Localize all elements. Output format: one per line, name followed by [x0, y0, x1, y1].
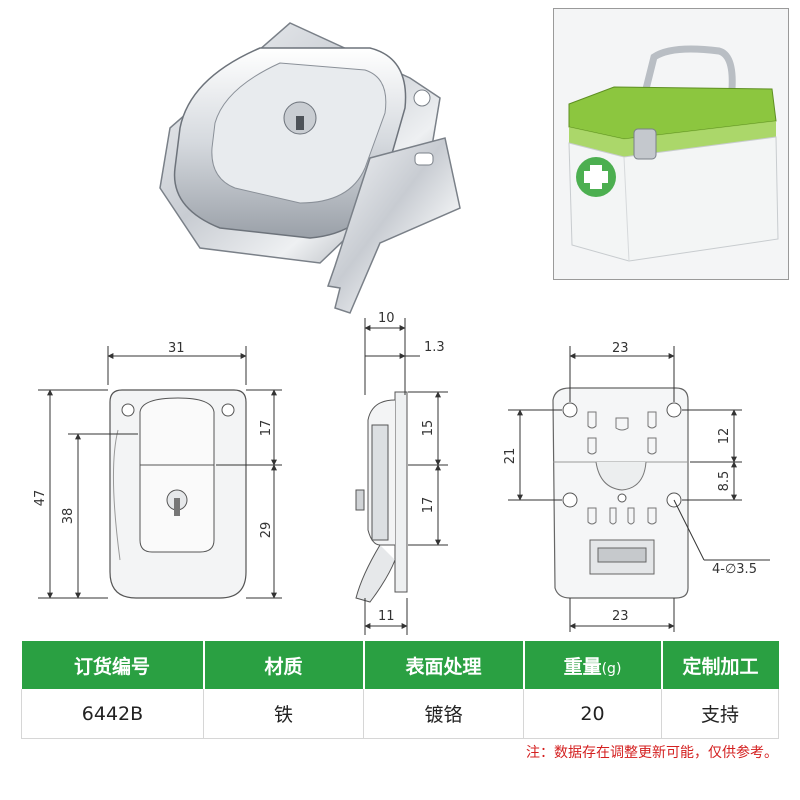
dim-back-lower: 8.5: [717, 471, 732, 492]
dim-back-holes: 4-∅3.5: [712, 562, 757, 577]
product-photo: [159, 22, 461, 314]
header-order-no: 订货编号: [21, 641, 205, 690]
first-aid-box-photo: [553, 8, 789, 280]
back-view-dimensions: [508, 346, 770, 632]
header-weight-label: 重量: [563, 655, 602, 678]
dim-front-top-section: 17: [259, 420, 274, 437]
header-surface: 表面处理: [363, 641, 525, 690]
dim-back-width-top: 23: [612, 341, 629, 356]
latch-hasp: [173, 47, 407, 239]
dim-side-depth: 10: [378, 311, 395, 326]
spec-table-header-row: 订货编号 材质 表面处理 重量(g) 定制加工: [21, 641, 779, 690]
side-view: [355, 391, 408, 603]
first-aid-box-image: [568, 45, 779, 262]
dim-side-lower: 17: [421, 497, 436, 514]
cell-weight: 20: [523, 689, 662, 740]
spec-table: 订货编号 材质 表面处理 重量(g) 定制加工 6442B 铁 镀铬 20 支持: [21, 641, 779, 740]
back-view: [552, 387, 689, 599]
disclaimer-note: 注：数据存在调整更新可能，仅供参考。: [526, 745, 778, 761]
cell-order-no: 6442B: [21, 689, 204, 740]
header-weight: 重量(g): [523, 641, 663, 690]
dim-back-width-bottom: 23: [612, 609, 629, 624]
cell-material: 铁: [203, 689, 364, 740]
dim-front-body-height: 38: [61, 508, 76, 525]
dim-side-base: 11: [378, 609, 395, 624]
header-material: 材质: [203, 641, 365, 690]
front-view-dimensions: [38, 346, 282, 599]
dim-front-width: 31: [168, 341, 185, 356]
cell-surface: 镀铬: [363, 689, 524, 740]
header-weight-unit: (g): [601, 660, 622, 677]
cell-custom: 支持: [661, 689, 779, 740]
technical-drawing: 31 47 38 17 29 10 1.3 15 17 11: [33, 311, 770, 635]
front-view: [109, 389, 247, 599]
dim-side-thickness: 1.3: [424, 340, 445, 355]
spec-table-row: 6442B 铁 镀铬 20 支持: [21, 689, 779, 740]
header-custom: 定制加工: [661, 641, 779, 690]
dim-back-height: 21: [503, 448, 518, 465]
side-view-dimensions: [364, 318, 448, 635]
dim-front-bottom-section: 29: [259, 522, 274, 539]
dim-front-height-total: 47: [33, 490, 48, 507]
dim-side-upper: 15: [421, 420, 436, 437]
dim-back-upper: 12: [717, 428, 732, 445]
key-image: [326, 137, 461, 314]
